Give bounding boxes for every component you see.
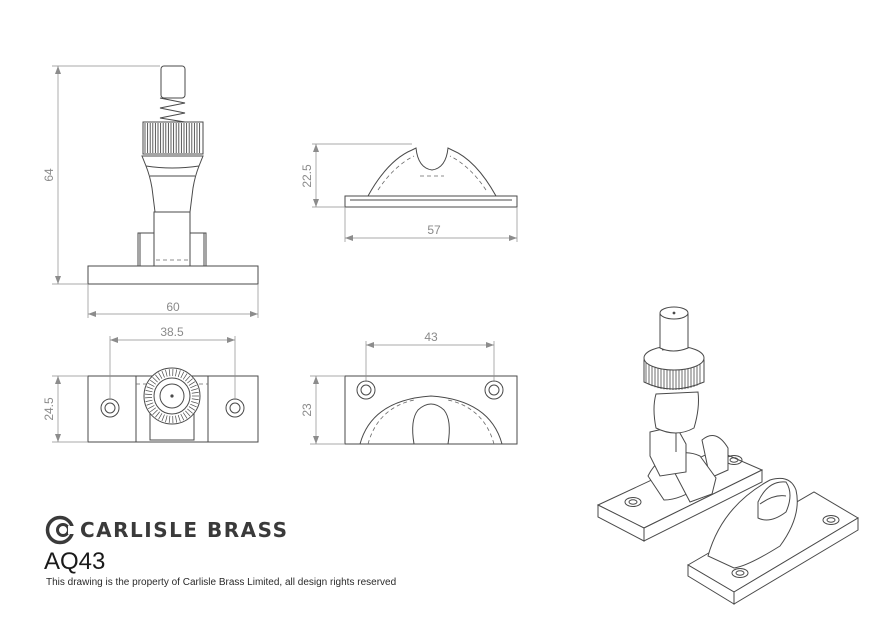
front-width-label: 60 [166,300,180,314]
base-hole-spacing-label: 38.5 [160,325,184,339]
keep-elevation-view [344,147,518,208]
knurl-pattern-plan [145,369,199,423]
isometric-view [596,306,859,605]
front-elevation-view [87,65,259,285]
thread-spring [159,95,186,123]
base-depth-label: 24.5 [42,397,56,421]
brand-name: CARLISLE BRASS [80,518,289,542]
ownership-notice: This drawing is the property of Carlisle… [46,577,397,588]
dimension-base-hole-spacing: 38.5 [109,325,236,400]
dimension-plate-depth: 23 [300,375,345,445]
keep-plan-view [344,375,518,445]
carlisle-brass-logo-icon [45,515,76,545]
plate-depth-label: 23 [300,403,314,417]
knurl-pattern [144,123,201,153]
knurl-pattern-iso [645,362,701,390]
dimension-front-height: 64 [42,65,160,285]
product-code: AQ43 [44,548,106,575]
base-plan-view [87,367,259,443]
dimension-plate-hole-spacing: 43 [365,330,495,382]
dimension-keep-width: 57 [344,207,518,242]
dimension-keep-height: 22.5 [300,143,412,208]
plate-hole-spacing-label: 43 [424,330,438,344]
keep-width-label: 57 [427,223,441,237]
dimension-front-width: 60 [87,284,259,318]
front-height-label: 64 [42,168,56,182]
dimension-base-depth: 24.5 [42,375,88,443]
keep-height-label: 22.5 [300,164,314,188]
